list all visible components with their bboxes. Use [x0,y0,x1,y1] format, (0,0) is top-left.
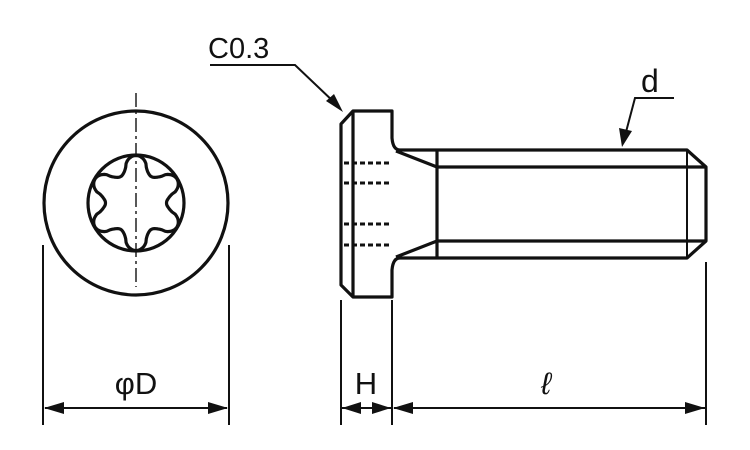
arrow-head [326,94,343,112]
torx-recess-icon [92,153,180,253]
thread-runout-top [395,149,438,169]
arrow-head [372,402,391,414]
thread-leader [625,97,674,133]
dimension-length: ℓ [393,262,707,425]
front-view [42,93,230,297]
thread-runout-bottom [395,239,438,259]
arrow-head [44,402,64,414]
arrow-head [393,402,413,414]
dimension-head-height: H [340,300,393,425]
arrow-head [342,402,361,414]
chamfer-label: C0.3 [208,33,269,65]
thread-callout: d [619,63,674,147]
arrow-head [685,402,705,414]
dimension-head-diameter: φD [42,245,230,425]
head-diameter-label: φD [115,366,158,401]
thread-diameter-label: d [641,63,659,99]
chamfer-callout: C0.3 [208,33,343,112]
arrow-head [208,402,228,414]
arrow-head [619,128,632,147]
chamfer-leader [210,64,337,105]
screw-outline [339,109,708,299]
side-view [339,109,708,299]
length-label: ℓ [540,366,553,401]
head-height-label: H [355,366,377,401]
